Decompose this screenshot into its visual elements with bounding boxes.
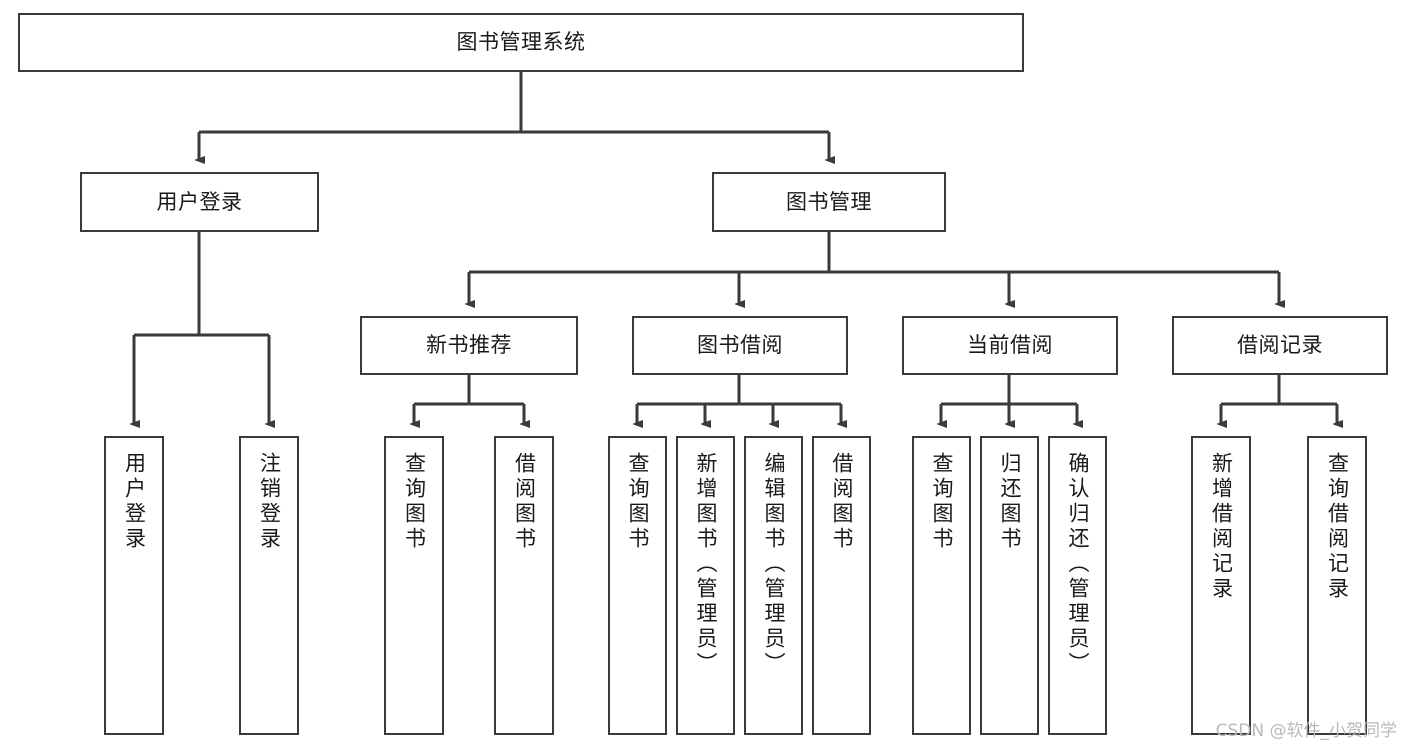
node-user-login[interactable]: 用户登录 (80, 172, 319, 232)
node-leaf-logout-label: 注销登录 (257, 452, 282, 552)
watermark-text: CSDN @软件_小贺同学 (1215, 721, 1397, 741)
node-leaf-user-login-label: 用户登录 (122, 452, 147, 552)
node-root[interactable]: 图书管理系统 (18, 13, 1024, 72)
node-leaf-confirm-return[interactable]: 确认归还（管理员） (1048, 436, 1107, 735)
node-leaf-borrow-book-1-label: 借阅图书 (512, 452, 537, 552)
node-book-manage[interactable]: 图书管理 (712, 172, 946, 232)
node-leaf-query-book-3[interactable]: 查询图书 (912, 436, 971, 735)
node-leaf-add-book-label: 新增图书（管理员） (694, 452, 718, 677)
node-leaf-query-record-label: 查询借阅记录 (1325, 452, 1350, 602)
node-book-borrow[interactable]: 图书借阅 (632, 316, 848, 375)
node-book-manage-label: 图书管理 (786, 189, 872, 214)
node-leaf-query-book-2[interactable]: 查询图书 (608, 436, 667, 735)
node-leaf-borrow-book-2[interactable]: 借阅图书 (812, 436, 871, 735)
node-leaf-add-book[interactable]: 新增图书（管理员） (676, 436, 735, 735)
node-leaf-return-book[interactable]: 归还图书 (980, 436, 1039, 735)
node-leaf-return-book-label: 归还图书 (998, 452, 1022, 552)
node-leaf-query-book-2-label: 查询图书 (626, 452, 650, 552)
node-leaf-borrow-book-1[interactable]: 借阅图书 (494, 436, 554, 735)
node-leaf-add-record-label: 新增借阅记录 (1209, 452, 1234, 602)
node-leaf-edit-book-label: 编辑图书（管理员） (762, 452, 786, 677)
node-borrow-record[interactable]: 借阅记录 (1172, 316, 1388, 375)
node-new-book-rec-label: 新书推荐 (426, 333, 512, 358)
node-leaf-query-book-1-label: 查询图书 (402, 452, 427, 552)
node-leaf-confirm-return-label: 确认归还（管理员） (1066, 452, 1090, 677)
node-leaf-edit-book[interactable]: 编辑图书（管理员） (744, 436, 803, 735)
node-leaf-query-book-1[interactable]: 查询图书 (384, 436, 444, 735)
node-borrow-record-label: 借阅记录 (1237, 333, 1323, 358)
node-leaf-query-book-3-label: 查询图书 (930, 452, 954, 552)
node-book-borrow-label: 图书借阅 (697, 333, 783, 358)
node-user-login-label: 用户登录 (156, 189, 243, 214)
node-new-book-rec[interactable]: 新书推荐 (360, 316, 578, 375)
node-current-borrow-label: 当前借阅 (967, 333, 1053, 358)
node-leaf-user-login[interactable]: 用户登录 (104, 436, 164, 735)
node-leaf-add-record[interactable]: 新增借阅记录 (1191, 436, 1251, 735)
node-current-borrow[interactable]: 当前借阅 (902, 316, 1118, 375)
node-leaf-logout[interactable]: 注销登录 (239, 436, 299, 735)
node-root-label: 图书管理系统 (456, 30, 586, 55)
node-leaf-borrow-book-2-label: 借阅图书 (830, 452, 854, 552)
node-leaf-query-record[interactable]: 查询借阅记录 (1307, 436, 1367, 735)
